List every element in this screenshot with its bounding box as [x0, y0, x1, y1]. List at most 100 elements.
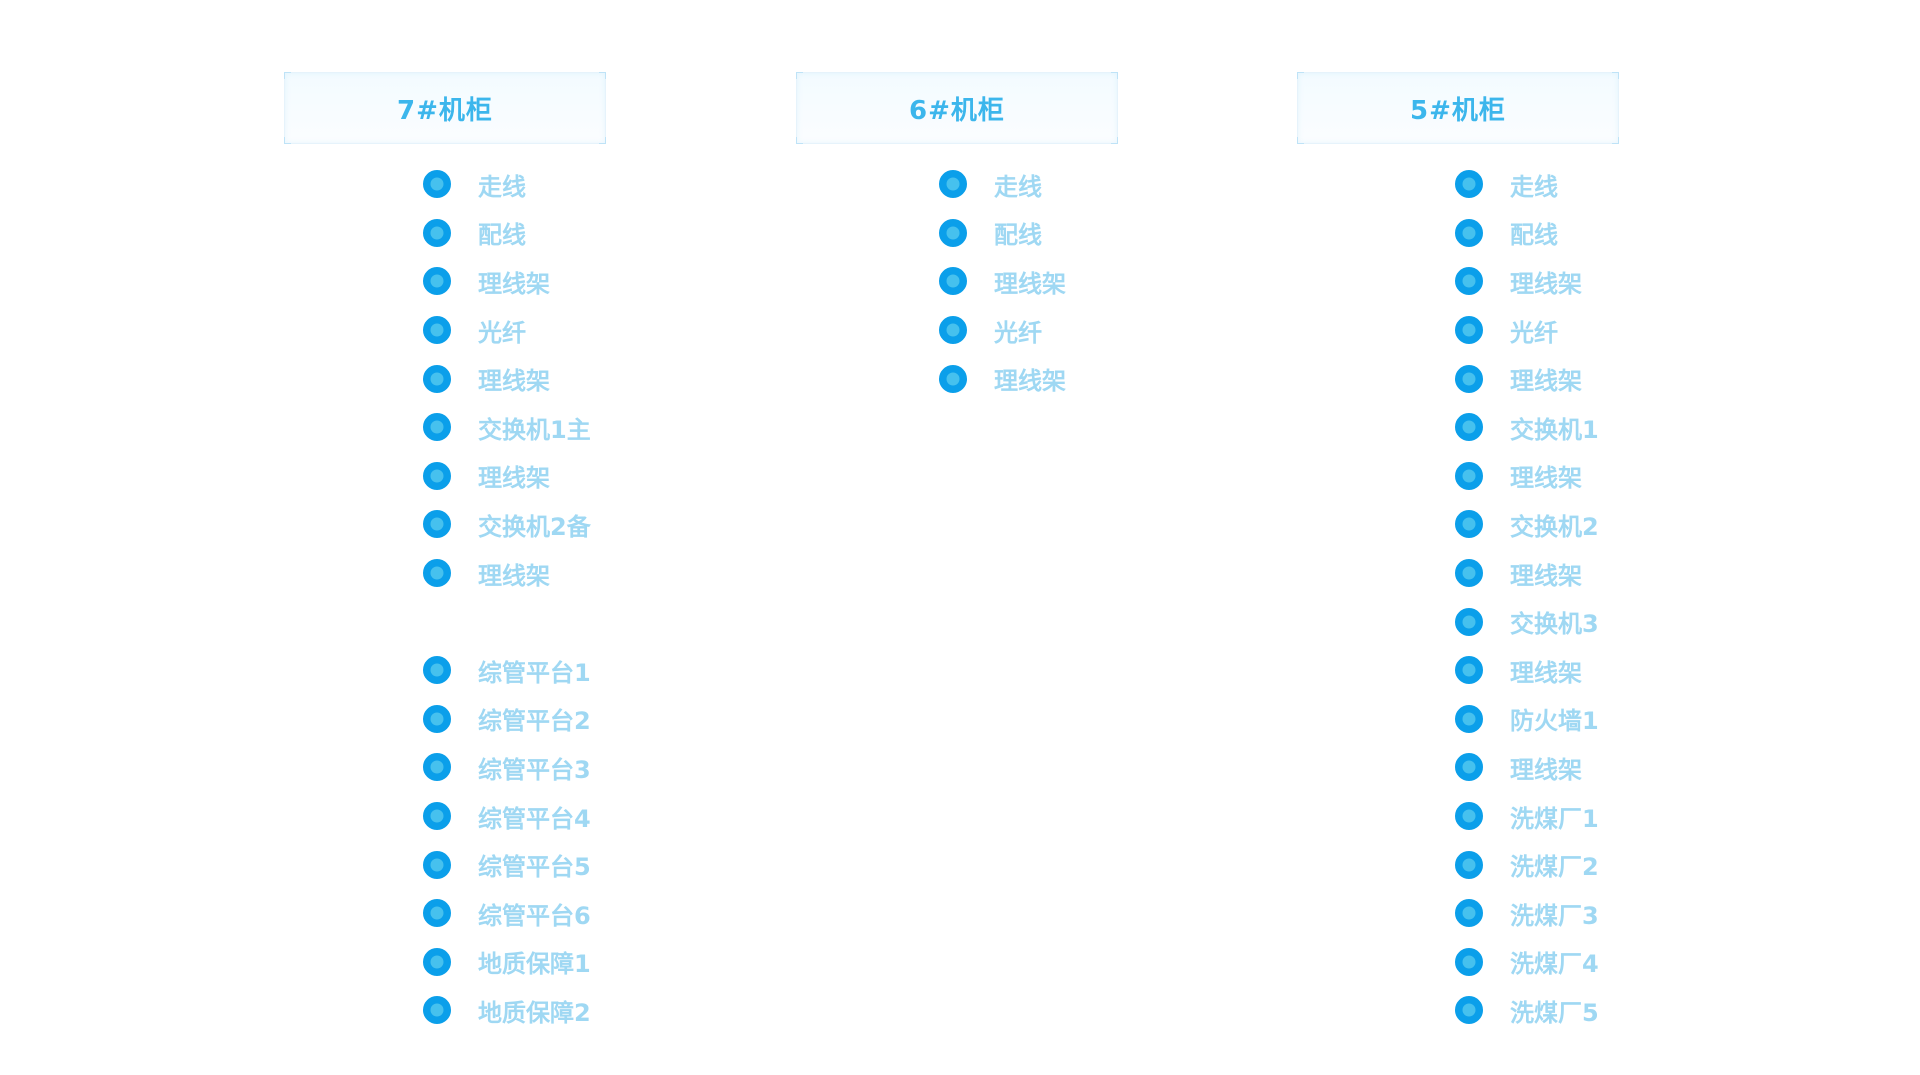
device-item[interactable]: 洗煤厂4 — [1455, 938, 1777, 987]
device-item[interactable]: 配线 — [939, 209, 1261, 258]
status-dot-icon — [1455, 316, 1483, 345]
status-dot-icon — [939, 316, 967, 345]
cabinet-title: 5#机柜 — [1410, 95, 1506, 126]
device-item[interactable]: 光纤 — [423, 306, 745, 355]
device-item[interactable]: 配线 — [1455, 209, 1777, 258]
device-label: 配线 — [1510, 221, 1558, 250]
device-item[interactable]: 综管平台3 — [423, 743, 745, 792]
device-label: 综管平台1 — [478, 658, 591, 687]
device-item[interactable]: 走线 — [939, 160, 1261, 209]
device-item[interactable]: 洗煤厂2 — [1455, 840, 1777, 889]
device-label: 走线 — [478, 172, 526, 201]
device-label: 走线 — [1510, 172, 1558, 201]
status-dot-icon — [423, 947, 451, 976]
device-label: 理线架 — [1510, 755, 1582, 784]
device-label: 理线架 — [1510, 269, 1582, 298]
device-item[interactable]: 交换机2备 — [423, 500, 745, 549]
device-item[interactable]: 洗煤厂3 — [1455, 889, 1777, 938]
device-label: 洗煤厂1 — [1510, 804, 1599, 833]
status-dot-icon — [1455, 899, 1483, 928]
device-item[interactable]: 交换机1主 — [423, 403, 745, 452]
header-corner-decoration — [599, 72, 606, 79]
device-item[interactable]: 理线架 — [939, 257, 1261, 306]
device-item[interactable]: 交换机3 — [1455, 597, 1777, 646]
cabinet-title: 7#机柜 — [397, 95, 493, 126]
device-label: 理线架 — [478, 367, 550, 396]
device-item[interactable]: 走线 — [1455, 160, 1777, 209]
status-dot-icon — [423, 802, 451, 831]
device-item[interactable]: 洗煤厂5 — [1455, 986, 1777, 1035]
device-label: 理线架 — [478, 464, 550, 493]
status-dot-icon — [1455, 170, 1483, 199]
status-dot-icon — [423, 218, 451, 247]
device-item[interactable]: 防火墙1 — [1455, 695, 1777, 744]
cabinet-7-device-list: 走线 配线 理线架 光纤 理线架 交换机1主 理线架 交换机2备 理线架 综管平… — [423, 160, 745, 1035]
status-dot-icon — [1455, 559, 1483, 588]
status-dot-icon — [1455, 218, 1483, 247]
device-item[interactable]: 理线架 — [1455, 257, 1777, 306]
device-item[interactable]: 理线架 — [1455, 549, 1777, 598]
device-item[interactable]: 走线 — [423, 160, 745, 209]
device-item[interactable]: 综管平台2 — [423, 695, 745, 744]
header-corner-decoration — [1612, 72, 1619, 79]
device-item[interactable]: 综管平台1 — [423, 646, 745, 695]
device-label: 交换机1主 — [478, 415, 591, 444]
device-label: 洗煤厂5 — [1510, 998, 1599, 1027]
device-item[interactable]: 配线 — [423, 209, 745, 258]
status-dot-icon — [1455, 656, 1483, 685]
cabinet-5-device-list: 走线 配线 理线架 光纤 理线架 交换机1 理线架 交换机2 理线架 交换机3 … — [1455, 160, 1777, 1035]
device-label: 理线架 — [1510, 658, 1582, 687]
device-item[interactable]: 理线架 — [423, 452, 745, 501]
header-corner-decoration — [796, 72, 803, 79]
cabinet-5-header: 5#机柜 — [1297, 72, 1619, 144]
device-item[interactable]: 理线架 — [1455, 743, 1777, 792]
device-item[interactable]: 地质保障2 — [423, 986, 745, 1035]
status-dot-icon — [423, 656, 451, 685]
cabinet-7-header: 7#机柜 — [284, 72, 606, 144]
device-item[interactable]: 洗煤厂1 — [1455, 792, 1777, 841]
device-item[interactable]: 综管平台6 — [423, 889, 745, 938]
status-dot-icon — [1455, 413, 1483, 442]
device-label: 综管平台4 — [478, 804, 591, 833]
status-dot-icon — [423, 316, 451, 345]
status-dot-icon — [1455, 850, 1483, 879]
device-item[interactable]: 地质保障1 — [423, 938, 745, 987]
device-item[interactable]: 光纤 — [1455, 306, 1777, 355]
device-item[interactable]: 理线架 — [423, 257, 745, 306]
device-label: 理线架 — [478, 561, 550, 590]
status-dot-icon — [423, 510, 451, 539]
device-item[interactable]: 理线架 — [423, 549, 745, 598]
cabinet-title: 6#机柜 — [909, 95, 1005, 126]
device-item[interactable]: 理线架 — [423, 354, 745, 403]
device-label: 交换机3 — [1510, 610, 1599, 639]
device-item[interactable]: 理线架 — [1455, 646, 1777, 695]
device-item[interactable]: 综管平台5 — [423, 840, 745, 889]
cabinet-6-device-list: 走线 配线 理线架 光纤 理线架 — [939, 160, 1261, 403]
device-item[interactable]: 理线架 — [1455, 354, 1777, 403]
device-label: 综管平台3 — [478, 755, 591, 784]
status-dot-icon — [423, 267, 451, 296]
device-item[interactable]: 光纤 — [939, 306, 1261, 355]
device-label: 地质保障1 — [478, 950, 591, 979]
device-item[interactable]: 理线架 — [1455, 452, 1777, 501]
status-dot-icon — [423, 753, 451, 782]
device-label: 理线架 — [1510, 367, 1582, 396]
status-dot-icon — [423, 413, 451, 442]
device-label: 交换机1 — [1510, 415, 1599, 444]
cabinet-6: 6#机柜 走线 配线 理线架 光纤 理线架 — [796, 72, 1118, 395]
device-label: 理线架 — [994, 367, 1066, 396]
device-item[interactable]: 交换机1 — [1455, 403, 1777, 452]
status-dot-icon — [423, 899, 451, 928]
cabinet-7: 7#机柜 走线 配线 理线架 光纤 理线架 交换机1主 理线架 交换机2备 理线… — [284, 72, 606, 1027]
device-item[interactable]: 理线架 — [939, 354, 1261, 403]
cabinet-6-header: 6#机柜 — [796, 72, 1118, 144]
device-label: 地质保障2 — [478, 998, 591, 1027]
device-label: 走线 — [994, 172, 1042, 201]
device-label: 综管平台2 — [478, 707, 591, 736]
device-label: 理线架 — [1510, 561, 1582, 590]
device-item[interactable]: 综管平台4 — [423, 792, 745, 841]
cabinet-5: 5#机柜 走线 配线 理线架 光纤 理线架 交换机1 理线架 交换机2 理线架 … — [1297, 72, 1619, 1027]
status-dot-icon — [1455, 947, 1483, 976]
device-item[interactable]: 交换机2 — [1455, 500, 1777, 549]
header-corner-decoration — [284, 137, 291, 144]
